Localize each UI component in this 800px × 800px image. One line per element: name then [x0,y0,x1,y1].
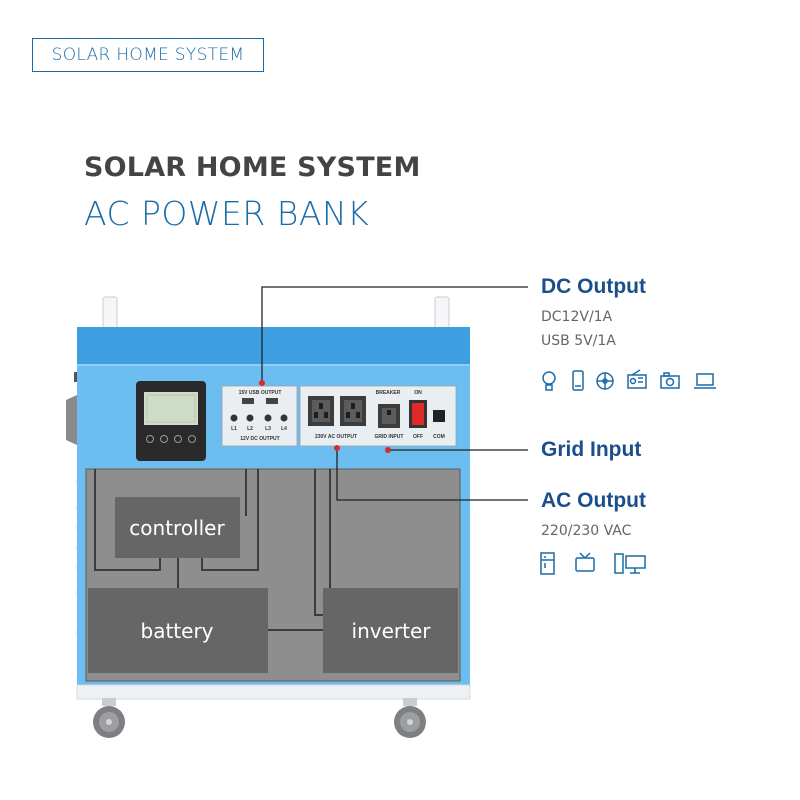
right-handle [434,296,450,332]
dc-port-l3[interactable] [264,414,272,422]
dc-port-l1[interactable] [230,414,238,422]
left-wheel [93,698,125,738]
inverter-label: inverter [352,619,432,643]
usb-port-2[interactable] [266,398,278,404]
phone-icon [572,370,584,391]
dc-output-title: DC Output [541,275,646,298]
controller-label: controller [129,516,225,540]
ac-output-spec-1: 220/230 VAC [541,523,632,539]
side-knob [66,395,77,445]
ac-output-title: AC Output [541,489,646,512]
lcd-button-4[interactable] [188,435,196,443]
usb-output-label: 15V USB OUTPUT [239,390,282,396]
ac-output-callout-line [336,448,528,501]
lcd-button-3[interactable] [174,435,182,443]
lcd-button-1[interactable] [146,435,154,443]
fan-icon [596,372,614,390]
dc-output-callout-line [261,286,528,383]
laptop-icon [694,373,716,389]
dc-port-l4[interactable] [280,414,288,422]
lcd-button-2[interactable] [160,435,168,443]
svg-text:L3: L3 [265,426,271,432]
dc-output-label: 12V DC OUTPUT [240,436,279,442]
lcd-screen [144,392,198,425]
usb-port-1[interactable] [242,398,254,404]
battery-label: battery [141,619,214,643]
inverter-box [323,588,458,673]
dc-output-spec-2: USB 5V/1A [541,333,616,349]
grid-input-label: GRID INPUT [375,434,404,440]
ac-output-label: 230V AC OUTPUT [315,434,357,440]
right-wheel [394,698,426,738]
case-base [76,684,471,700]
dc-port-l2[interactable] [246,414,254,422]
radio-icon [627,369,647,389]
dc-output-spec-1: DC12V/1A [541,309,613,325]
left-handle [102,296,118,332]
off-label: OFF [413,434,423,440]
breaker-label: BREAKER [376,390,401,396]
svg-text:L4: L4 [281,426,287,432]
case-top-band [77,327,470,365]
grid-input-callout-dot [385,447,391,453]
svg-text:L1: L1 [231,426,237,432]
battery-box [88,588,268,673]
ac-output-callout-dot [334,445,340,451]
bulb-icon [542,371,556,391]
com-label: COM [433,434,445,440]
internal-wiring [94,469,331,631]
tv-icon [575,552,595,572]
grid-input-title: Grid Input [541,438,642,461]
svg-text:L2: L2 [247,426,253,432]
fridge-icon [540,552,555,575]
dc-output-callout-dot [259,380,265,386]
camera-icon [660,372,680,389]
on-label: ON [414,390,422,396]
desktop-computer-icon [614,553,646,574]
header-tag: SOLAR HOME SYSTEM [32,38,264,72]
page-subtitle: AC POWER BANK [84,194,370,233]
com-port[interactable] [433,410,445,422]
page-title: SOLAR HOME SYSTEM [84,152,421,183]
controller-box [115,497,240,558]
